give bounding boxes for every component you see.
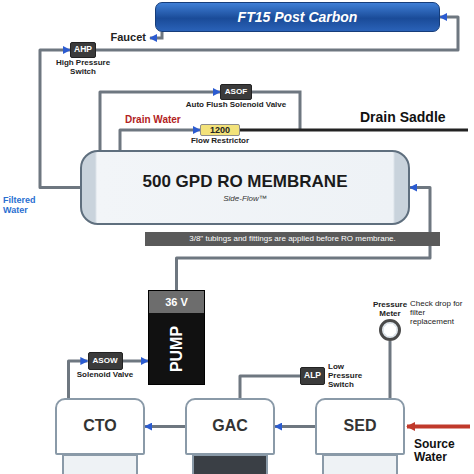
box-label: ALP bbox=[304, 371, 321, 381]
flow-restrictor: 1200Flow Restrictor bbox=[200, 124, 240, 136]
water-pipe bbox=[145, 425, 185, 428]
box-sublabel: Auto Flush Solenoid Valve bbox=[186, 101, 286, 110]
filter-housing: CTO bbox=[55, 398, 145, 455]
box-sublabel: Side-Flow™ bbox=[223, 194, 267, 203]
solenoid-valve: ASOFAuto Flush Solenoid Valve bbox=[220, 84, 252, 100]
box-sublabel: High Pressure Switch bbox=[54, 59, 112, 77]
faucet-pipe bbox=[150, 32, 162, 38]
water-pipe bbox=[123, 360, 149, 363]
box-label: 1200 bbox=[210, 125, 230, 135]
pressure-gauge: Pressure Meter bbox=[379, 319, 401, 341]
note-band: 3/8" tubings and fittings are applied be… bbox=[145, 232, 440, 246]
ro-membrane: 500 GPD RO MEMBRANE Side-Flow™ bbox=[80, 150, 410, 225]
drain-label: Drain Saddle bbox=[360, 110, 446, 125]
box-label: Pressure Meter bbox=[364, 301, 416, 319]
pump: 36 V PUMP bbox=[148, 290, 205, 385]
outlet-label: Faucet bbox=[100, 31, 146, 43]
pressure-switch: AHPHigh Pressure Switch bbox=[70, 42, 96, 58]
box-label: AHP bbox=[74, 45, 92, 55]
box-sublabel: Solenoid Valve bbox=[77, 371, 133, 380]
box-label: ASOF bbox=[225, 87, 247, 96]
pressure-switch: ALPLow Pressure Switch bbox=[300, 367, 325, 385]
filter-housing: GAC bbox=[185, 398, 275, 455]
housing-bowl bbox=[193, 455, 267, 474]
note-label: Check drop for filter replacement bbox=[410, 300, 470, 326]
water-pipe bbox=[275, 425, 315, 428]
box-label: CTO bbox=[83, 417, 116, 435]
housing-bowl bbox=[63, 455, 137, 474]
box-sublabel: Low Pressure Switch bbox=[328, 363, 380, 389]
drain-line bbox=[240, 129, 468, 132]
box-label: ASOW bbox=[92, 356, 117, 365]
water-pipe bbox=[120, 130, 200, 150]
flow-label: Drain Water bbox=[125, 114, 181, 125]
box-sublabel: Flow Restrictor bbox=[191, 137, 249, 146]
box-label: SED bbox=[344, 417, 377, 435]
solenoid-valve: ASOWSolenoid Valve bbox=[88, 352, 123, 370]
box-label: GAC bbox=[212, 417, 248, 435]
box-label: 500 GPD RO MEMBRANE bbox=[143, 172, 348, 192]
flow-label: Filtered Water bbox=[3, 196, 45, 216]
box-label: FT15 Post Carbon bbox=[238, 9, 358, 25]
water-pipe bbox=[69, 361, 88, 398]
inlet-label: Source Water bbox=[414, 438, 472, 464]
box-label: 3/8" tubings and fittings are applied be… bbox=[189, 234, 396, 243]
housing-bowl bbox=[323, 455, 397, 474]
box-label: 36 V bbox=[149, 291, 204, 313]
filter-housing: SED bbox=[315, 398, 405, 455]
water-pipe bbox=[389, 341, 392, 398]
box-sublabel: PUMP bbox=[168, 326, 186, 372]
drain-pipe bbox=[250, 92, 300, 130]
source-pipe bbox=[407, 425, 470, 429]
post-carbon-filter: FT15 Post Carbon bbox=[155, 2, 440, 32]
water-pipe bbox=[240, 376, 300, 398]
